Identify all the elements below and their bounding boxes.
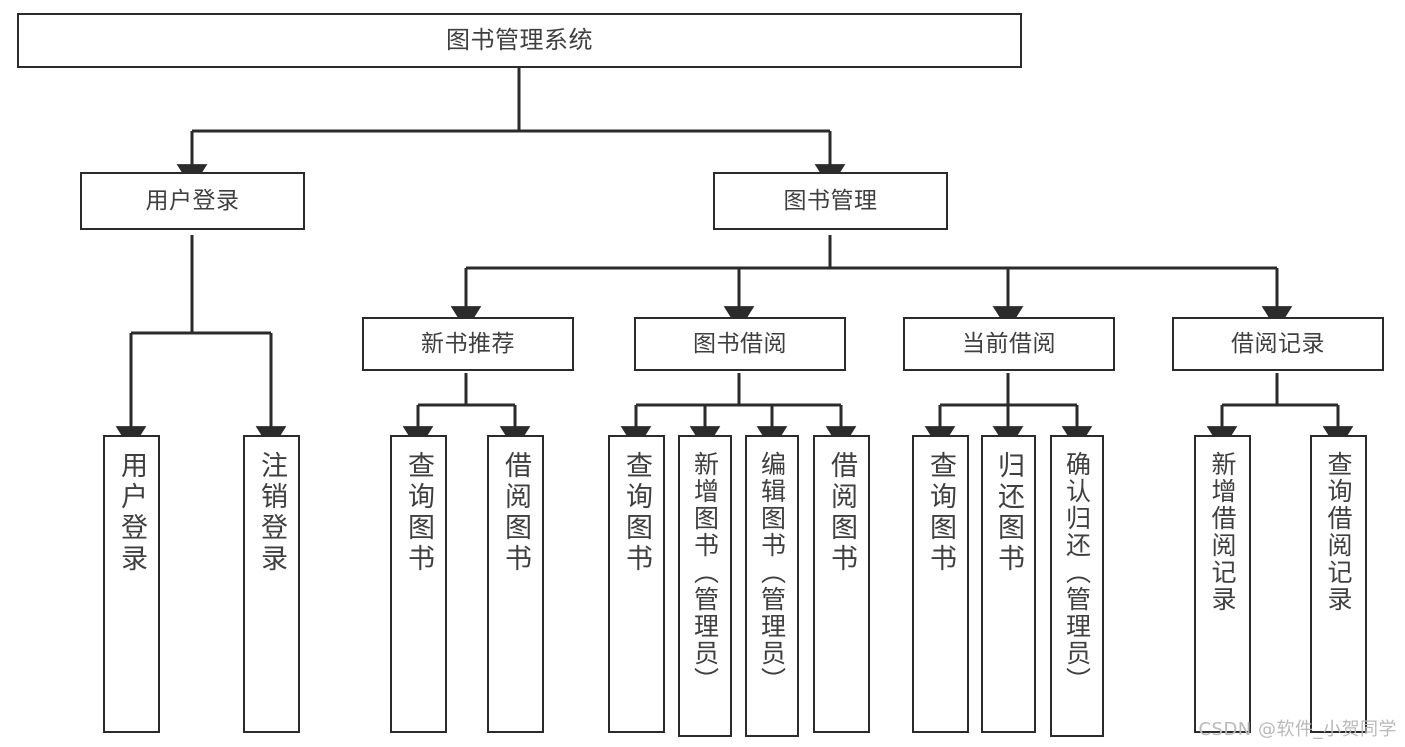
node-label: 查询图书 bbox=[621, 451, 652, 575]
leaf-book-borrow-borrow[interactable]: 借阅图书 bbox=[813, 435, 870, 733]
leaf-user-login-login[interactable]: 用户登录 bbox=[103, 435, 160, 733]
node-label: 借阅图书 bbox=[500, 451, 531, 575]
leaf-current-borrow-query[interactable]: 查询图书 bbox=[912, 435, 969, 733]
node-label: 图书管理 bbox=[783, 187, 878, 214]
leaf-new-book-borrow[interactable]: 借阅图书 bbox=[487, 435, 544, 733]
node-label: 用户登录 bbox=[116, 451, 147, 575]
leaf-book-borrow-query[interactable]: 查询图书 bbox=[608, 435, 665, 733]
leaf-new-book-query[interactable]: 查询图书 bbox=[390, 435, 447, 733]
node-current-borrow[interactable]: 当前借阅 bbox=[903, 317, 1115, 371]
node-borrow-record[interactable]: 借阅记录 bbox=[1172, 317, 1384, 371]
node-label: 图书管理系统 bbox=[446, 25, 593, 54]
node-user-login[interactable]: 用户登录 bbox=[80, 172, 305, 230]
node-label: 当前借阅 bbox=[962, 330, 1056, 357]
node-label: 归还图书 bbox=[993, 451, 1024, 575]
node-label: 用户登录 bbox=[145, 187, 240, 214]
node-label: 借阅图书 bbox=[826, 451, 857, 575]
node-label: 新书推荐 bbox=[421, 330, 515, 357]
node-label: 图书借阅 bbox=[693, 330, 787, 357]
node-book-borrow[interactable]: 图书借阅 bbox=[634, 317, 846, 371]
node-label: 查询图书 bbox=[925, 451, 956, 575]
node-label: 借阅记录 bbox=[1231, 330, 1325, 357]
node-label: 新增借阅记录 bbox=[1208, 451, 1237, 613]
node-label: 注销登录 bbox=[256, 451, 287, 575]
node-label: 查询借阅记录 bbox=[1324, 451, 1353, 613]
node-label: 编辑图书（管理员） bbox=[757, 451, 787, 694]
leaf-book-borrow-edit[interactable]: 编辑图书（管理员） bbox=[745, 435, 799, 737]
leaf-current-borrow-confirm-return[interactable]: 确认归还（管理员） bbox=[1050, 435, 1104, 737]
node-new-book-recommend[interactable]: 新书推荐 bbox=[362, 317, 574, 371]
node-root-system[interactable]: 图书管理系统 bbox=[17, 13, 1022, 68]
node-label: 新增图书（管理员） bbox=[690, 451, 720, 694]
leaf-current-borrow-return[interactable]: 归还图书 bbox=[981, 435, 1036, 733]
node-book-management[interactable]: 图书管理 bbox=[713, 172, 948, 230]
node-label: 确认归还（管理员） bbox=[1062, 451, 1092, 694]
node-label: 查询图书 bbox=[403, 451, 434, 575]
csdn-watermark: CSDN @软件_小贺同学 bbox=[1198, 719, 1397, 740]
leaf-book-borrow-add[interactable]: 新增图书（管理员） bbox=[678, 435, 732, 737]
leaf-user-login-logout[interactable]: 注销登录 bbox=[243, 435, 300, 733]
leaf-borrow-record-query[interactable]: 查询借阅记录 bbox=[1310, 435, 1367, 733]
leaf-borrow-record-add[interactable]: 新增借阅记录 bbox=[1194, 435, 1251, 733]
